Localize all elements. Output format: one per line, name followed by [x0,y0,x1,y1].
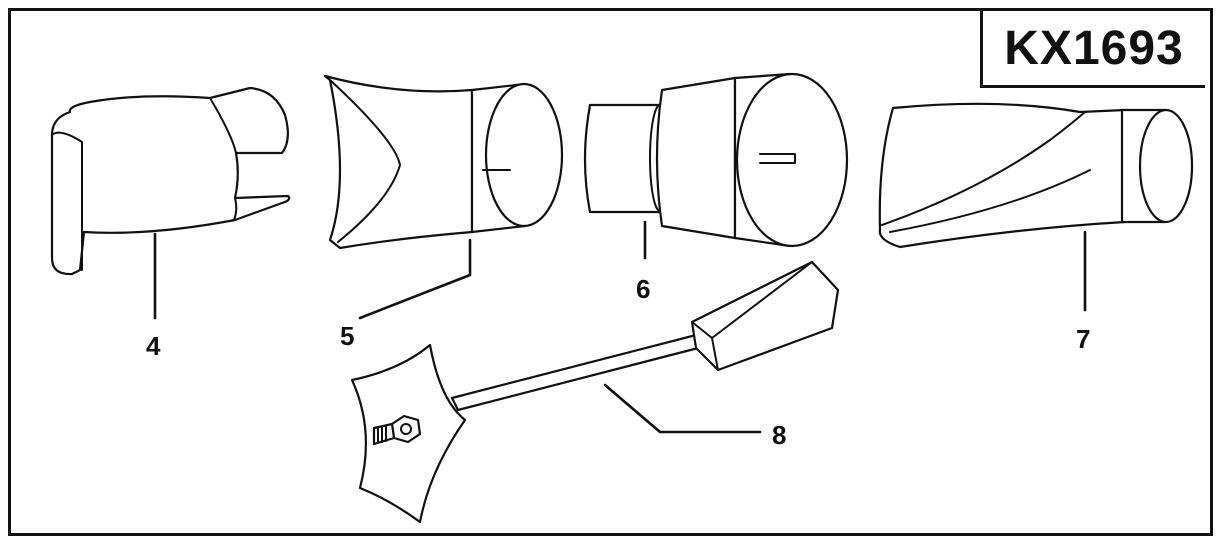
callout-6: 6 [636,274,650,304]
flat-spreader-nozzle-icon [323,74,564,250]
callout-7: 7 [1076,324,1090,354]
model-code: KX1693 [1004,21,1184,75]
wide-slot-nozzle-icon [50,86,291,276]
callout-5: 5 [340,321,354,351]
model-code-box: KX1693 [980,11,1205,88]
reducer-adapter-icon [583,72,849,248]
scraper-tool-icon [350,260,840,524]
callout-4: 4 [146,331,161,361]
diagram-frame [8,8,1213,536]
slot-nozzle-icon [878,102,1194,249]
callout-8: 8 [772,420,786,450]
leader-line-8 [603,383,762,434]
leader-line-5 [358,238,472,320]
